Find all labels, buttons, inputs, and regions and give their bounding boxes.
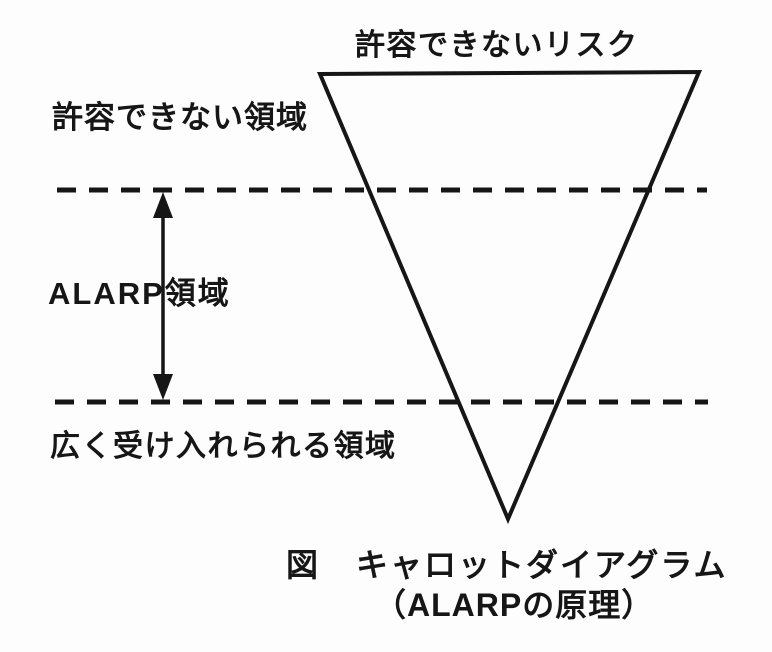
unacceptable-region-label: 許容できない領域: [52, 100, 308, 135]
unacceptable-risk-label: 許容できないリスク: [355, 29, 639, 62]
figure-caption-title: キャロットダイアグラム: [356, 547, 728, 583]
alarp-arrow-head-up-icon: [153, 192, 173, 218]
risk-triangle-shape: [316, 69, 703, 525]
alarp-region-label: ALARP領域: [48, 276, 231, 311]
alarp-arrow-head-down-icon: [153, 374, 173, 400]
broadly-acceptable-region-label: 広く受け入れられる領域: [50, 430, 397, 463]
figure-caption-subtitle: （ALARPの原理）: [374, 587, 655, 623]
alarp-range-arrow: [153, 192, 173, 400]
figure-caption-prefix: 図: [286, 547, 321, 583]
figure-caption: 図キャロットダイアグラム: [286, 549, 727, 581]
